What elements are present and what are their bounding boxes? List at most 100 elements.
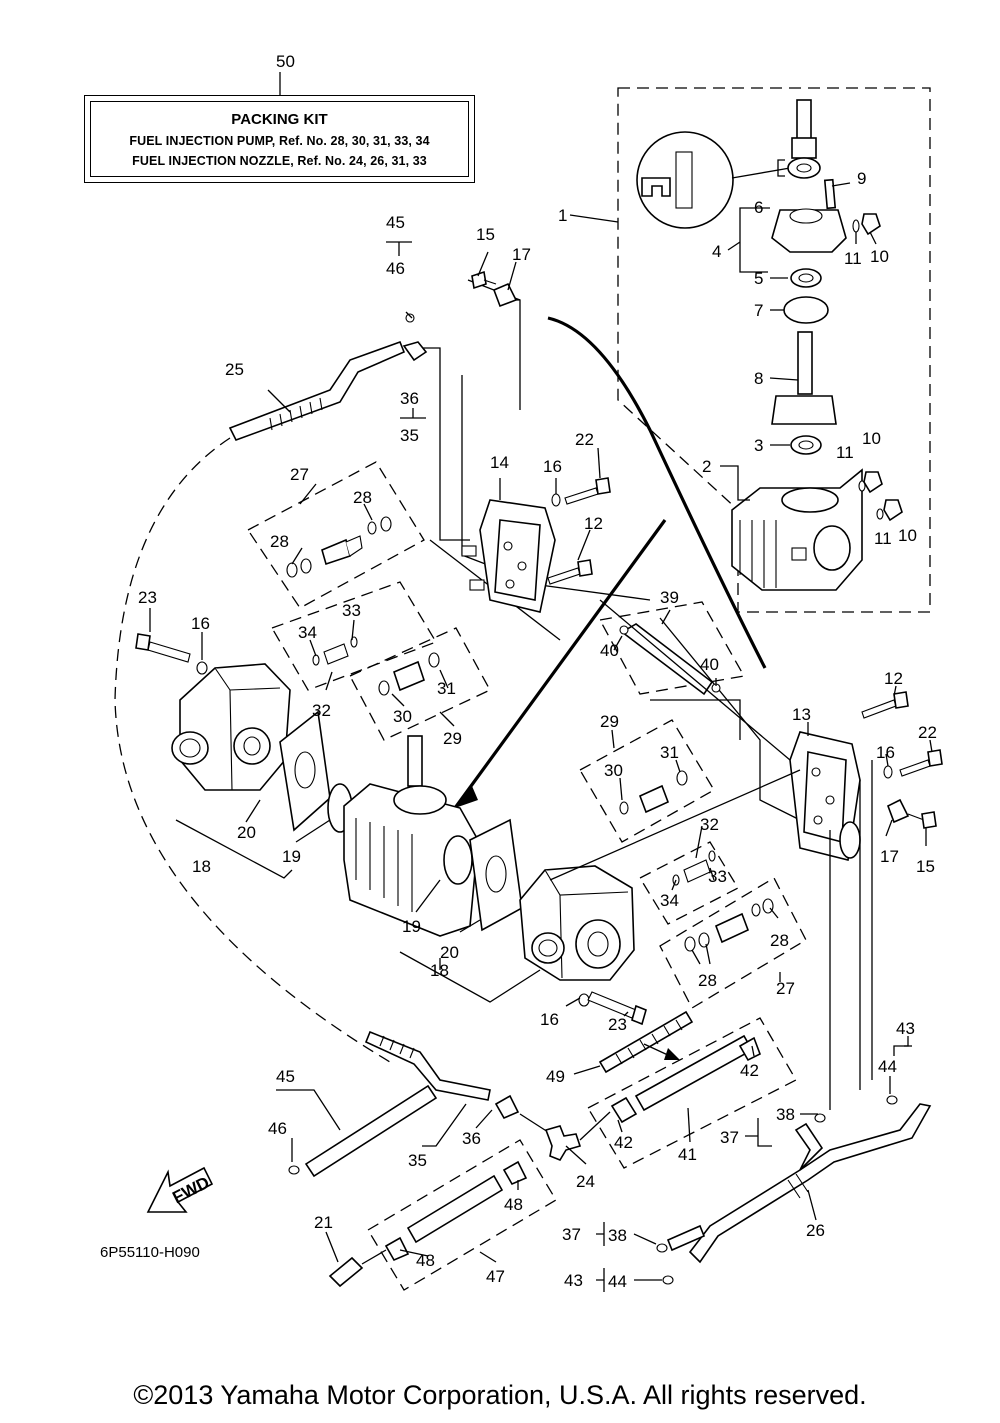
callout-5: 5 <box>754 269 763 288</box>
callout-18: 18 <box>192 857 211 876</box>
callout-leaders <box>149 72 933 1292</box>
packing-kit-title: PACKING KIT <box>231 111 328 128</box>
callout-29: 29 <box>443 729 462 748</box>
callout-33: 33 <box>708 867 727 886</box>
callout-11: 11 <box>836 443 854 462</box>
callout-15: 15 <box>916 857 935 876</box>
pump-assembly-group <box>569 87 931 613</box>
callout-45: 45 <box>386 213 405 232</box>
callout-40: 40 <box>600 641 619 660</box>
callout-10: 10 <box>870 247 889 266</box>
callout-50: 50 <box>276 52 295 71</box>
callout-42: 42 <box>614 1133 633 1152</box>
callout-23: 23 <box>608 1015 627 1034</box>
packing-kit-box: PACKING KIT FUEL INJECTION PUMP, Ref. No… <box>84 95 475 183</box>
callout-16: 16 <box>540 1010 559 1029</box>
callout-13: 13 <box>792 705 811 724</box>
callout-28: 28 <box>770 931 789 950</box>
callout-19: 19 <box>282 847 301 866</box>
callout-31: 31 <box>437 679 456 698</box>
callout-39: 39 <box>660 588 679 607</box>
left-fuel-pump <box>135 633 353 879</box>
callout-37: 37 <box>562 1225 581 1244</box>
callout-43: 43 <box>564 1271 583 1290</box>
callout-28: 28 <box>698 971 717 990</box>
bracket-14 <box>461 270 611 613</box>
callout-49: 49 <box>546 1067 565 1086</box>
diagram-code: 6P55110-H090 <box>100 1244 200 1261</box>
callout-30: 30 <box>604 761 623 780</box>
packing-groups-left <box>247 461 491 741</box>
callout-8: 8 <box>754 369 763 388</box>
callout-27: 27 <box>290 465 309 484</box>
packing-kit-nozzle-line: FUEL INJECTION NOZZLE, Ref. No. 24, 26, … <box>132 154 427 168</box>
callout-26: 26 <box>806 1221 825 1240</box>
callout-28: 28 <box>353 488 372 507</box>
callout-36: 36 <box>400 389 419 408</box>
callout-16: 16 <box>876 743 895 762</box>
callout-31: 31 <box>660 743 679 762</box>
callout-11: 11 <box>874 529 892 548</box>
packing-kit-pump-line: FUEL INJECTION PUMP, Ref. No. 28, 30, 31… <box>129 134 430 148</box>
callout-10: 10 <box>898 526 917 545</box>
fwd-arrow: FWD <box>146 1166 214 1213</box>
callout-23: 23 <box>138 588 157 607</box>
callout-22: 22 <box>918 723 937 742</box>
callout-34: 34 <box>298 623 317 642</box>
callout-34: 34 <box>660 891 679 910</box>
callout-15: 15 <box>476 225 495 244</box>
callout-42: 42 <box>740 1061 759 1080</box>
callout-48: 48 <box>504 1195 523 1214</box>
callout-43: 43 <box>896 1019 915 1038</box>
callout-17: 17 <box>880 847 899 866</box>
callout-6: 6 <box>754 198 763 217</box>
callout-25: 25 <box>225 360 244 379</box>
callout-47: 47 <box>486 1267 505 1286</box>
callout-46: 46 <box>386 259 405 278</box>
bracket-13 <box>549 599 943 1110</box>
callout-22: 22 <box>575 430 594 449</box>
callout-21: 21 <box>314 1213 333 1232</box>
callout-33: 33 <box>342 601 361 620</box>
callout-41: 41 <box>678 1145 697 1164</box>
callout-3: 3 <box>754 436 763 455</box>
callout-40: 40 <box>700 655 719 674</box>
callout-38: 38 <box>608 1226 627 1245</box>
callout-20: 20 <box>237 823 256 842</box>
callout-48: 48 <box>416 1251 435 1270</box>
copyright-notice: ©2013 Yamaha Motor Corporation, U.S.A. A… <box>133 1380 867 1410</box>
callout-20: 20 <box>440 943 459 962</box>
callout-11: 11 <box>844 249 862 268</box>
callout-24: 24 <box>576 1172 595 1191</box>
callout-2: 2 <box>702 457 711 476</box>
callout-29: 29 <box>600 712 619 731</box>
callout-36: 36 <box>462 1129 481 1148</box>
callout-16: 16 <box>543 457 562 476</box>
callout-9: 9 <box>857 169 866 188</box>
callout-37: 37 <box>720 1128 739 1147</box>
separator-curve <box>547 316 767 669</box>
callout-44: 44 <box>608 1272 627 1291</box>
callout-12: 12 <box>884 669 903 688</box>
callout-27: 27 <box>776 979 795 998</box>
right-fuel-pump <box>519 865 647 1026</box>
callout-45: 45 <box>276 1067 295 1086</box>
callout-38: 38 <box>776 1105 795 1124</box>
callout-19: 19 <box>402 917 421 936</box>
center-cylinder-body <box>343 735 541 1003</box>
callout-30: 30 <box>393 707 412 726</box>
callout-1: 1 <box>558 206 567 225</box>
callout-16: 16 <box>191 614 210 633</box>
callout-35: 35 <box>408 1151 427 1170</box>
callout-10: 10 <box>862 429 881 448</box>
callout-labels: 50 1 9 6 4 11 10 5 7 8 3 2 11 10 11 10 4… <box>138 52 937 1291</box>
packing-kit-inner: PACKING KIT FUEL INJECTION PUMP, Ref. No… <box>90 101 469 177</box>
packing-groups-right <box>579 601 807 1009</box>
callout-14: 14 <box>490 453 509 472</box>
callout-18: 18 <box>430 961 449 980</box>
callout-35: 35 <box>400 426 419 445</box>
callout-28: 28 <box>270 532 289 551</box>
callout-32: 32 <box>312 701 331 720</box>
callout-46: 46 <box>268 1119 287 1138</box>
callout-7: 7 <box>754 301 763 320</box>
